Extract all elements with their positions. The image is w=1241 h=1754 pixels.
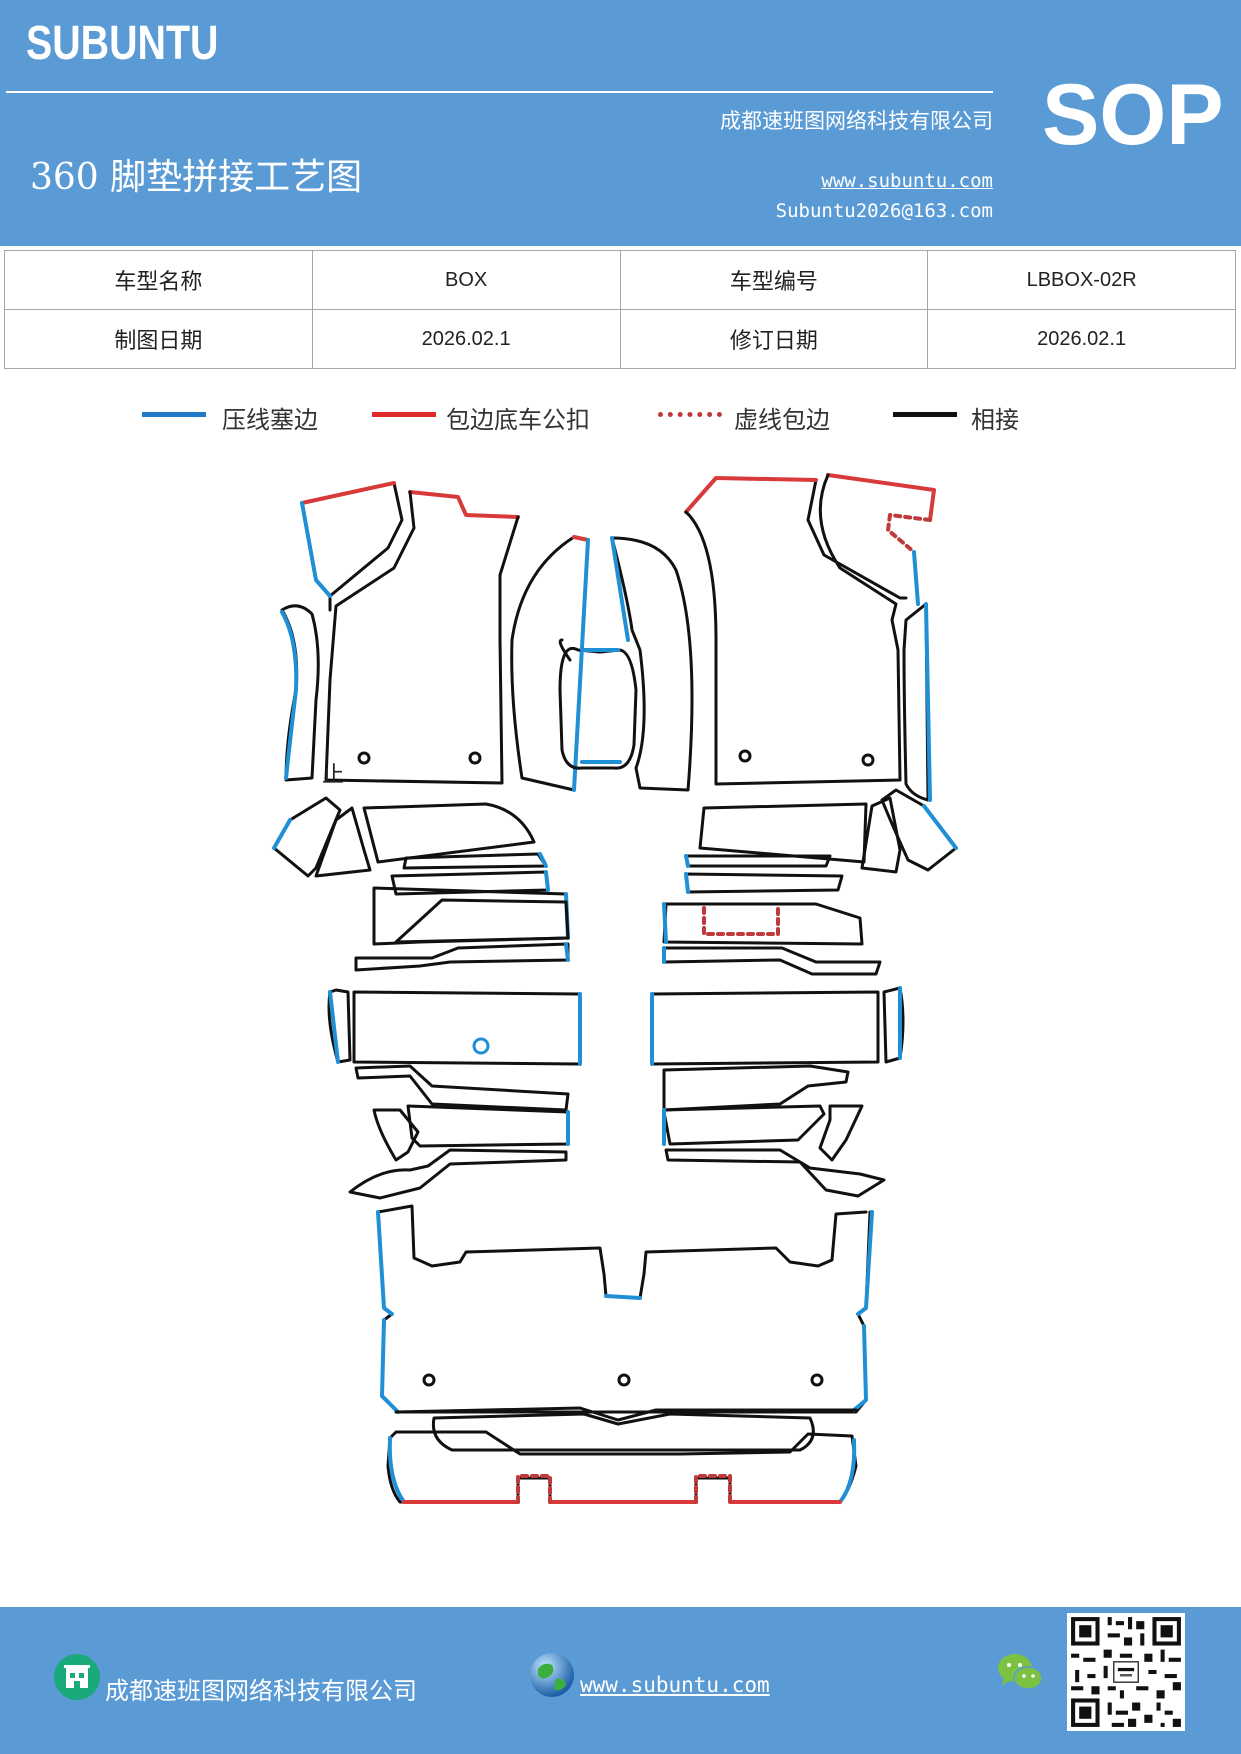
table-row: 车型名称 BOX 车型编号 LBBOX-02R [4, 250, 1236, 310]
building-icon [54, 1654, 100, 1700]
center-tunnel-piece [558, 536, 694, 792]
revision-date-value: 2026.02.1 [927, 309, 1236, 369]
footer-company-name: 成都速班图网络科技有限公司 [105, 1677, 417, 1705]
sop-badge: SOP [1042, 67, 1224, 163]
legend-swatch [142, 412, 206, 417]
right-rows-strips [650, 788, 958, 1198]
revision-date-label: 修订日期 [619, 309, 929, 369]
model-name-label: 车型名称 [4, 250, 313, 310]
rear-bottom-mat [386, 1406, 858, 1504]
left-rows-strips [327, 886, 582, 1200]
stop-mark: 止 [322, 763, 344, 788]
email-address: Subuntu2026@163.com [775, 200, 993, 222]
legend-swatch [893, 412, 957, 417]
footer-banner: 成都速班图网络科技有限公司 www.subuntu.com [0, 1607, 1241, 1754]
legend-swatch [658, 412, 722, 417]
left-front-mat: 止 [280, 481, 520, 788]
vehicle-info-table: 车型名称 BOX 车型编号 LBBOX-02R 制图日期 2026.02.1 修… [4, 250, 1236, 369]
draw-date-label: 制图日期 [4, 309, 313, 369]
globe-icon [530, 1653, 574, 1697]
line-legend: 压线塞边 包边底车公扣 虚线包边 相接 [0, 400, 1241, 440]
footer-website-link[interactable]: www.subuntu.com [580, 1673, 770, 1697]
left-center-piece [510, 535, 590, 792]
legend-label: 虚线包边 [734, 406, 830, 434]
document-title: 360 脚垫拼接工艺图 [30, 157, 363, 198]
header-banner: SUBUNTU 成都速班图网络科技有限公司 360 脚垫拼接工艺图 www.su… [0, 0, 1241, 246]
table-row: 制图日期 2026.02.1 修订日期 2026.02.1 [4, 309, 1236, 369]
company-name: 成都速班图网络科技有限公司 [720, 109, 993, 133]
model-name-value: BOX [311, 250, 621, 310]
right-front-mat [684, 473, 936, 802]
model-code-value: LBBOX-02R [927, 250, 1236, 310]
qr-code-image [1067, 1613, 1185, 1731]
rear-floor-mat [376, 1204, 874, 1414]
wechat-icon[interactable] [996, 1651, 1044, 1695]
legend-label: 包边底车公扣 [446, 406, 590, 434]
brand-logo: SUBUNTU [26, 17, 219, 70]
header-divider [6, 91, 993, 93]
model-code-label: 车型编号 [619, 250, 929, 310]
legend-swatch [372, 412, 436, 417]
left-side-wedge [272, 796, 550, 896]
draw-date-value: 2026.02.1 [311, 309, 621, 369]
website-link[interactable]: www.subuntu.com [821, 170, 993, 192]
legend-label: 压线塞边 [222, 406, 318, 434]
legend-label: 相接 [971, 406, 1019, 434]
